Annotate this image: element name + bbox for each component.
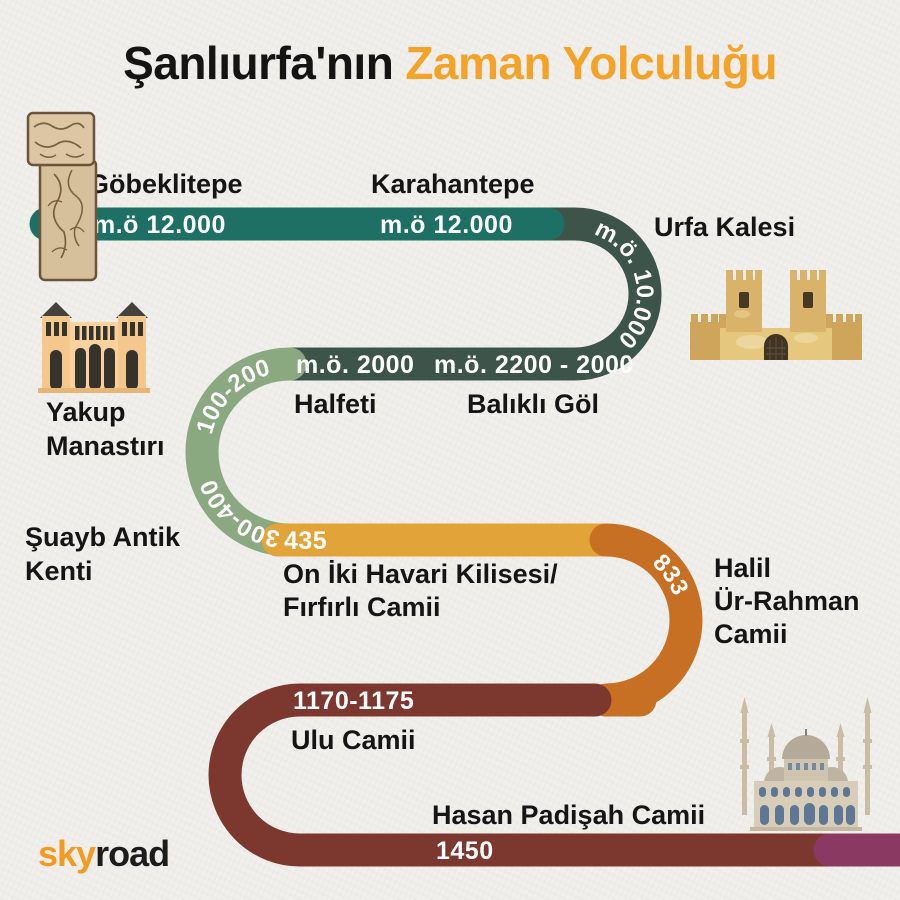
era-hasan-padisah: 1450 (436, 837, 494, 865)
band-dark-slate-mo10000 (273, 207, 662, 381)
site-hasan-padisah: Hasan Padişah Camii (432, 800, 705, 830)
skyroad-logo: skyroad (38, 833, 169, 874)
site-karahantepe: Karahantepe (371, 169, 535, 199)
mosque-icon (740, 697, 872, 831)
site-halil-line3: Camii (714, 619, 788, 649)
site-ulu-camii: Ulu Camii (291, 725, 416, 755)
logo-road: road (95, 833, 169, 874)
site-on-iki-havari-line1: On İki Havari Kilisesi/ (283, 559, 558, 589)
site-gobeklitepe: Göbeklitepe (88, 169, 243, 199)
site-on-iki-havari-line2: Fırfırlı Camii (283, 592, 441, 622)
gobeklitepe-pillar-icon (26, 111, 98, 282)
site-suayb-line1: Şuayb Antik (25, 522, 181, 552)
logo-sky: sky (38, 833, 96, 874)
site-halfeti: Halfeti (294, 389, 377, 419)
era-halfeti: m.ö. 2000 (296, 351, 414, 379)
title-part-accent: Zaman Yolculuğu (405, 37, 777, 89)
site-yakup-line1: Yakup (46, 397, 126, 427)
site-halil-line1: Halil (714, 553, 771, 583)
band-sage-100-400 (185, 347, 307, 557)
era-balikli-gol: m.ö. 2200 - 2000 (434, 351, 634, 379)
era-karahantepe: m.ö 12.000 (380, 211, 513, 239)
urfa-castle-icon (690, 270, 862, 360)
band-maroon-1170-1450 (208, 683, 900, 867)
site-halil-line2: Ür-Rahman (714, 586, 860, 616)
era-gobeklitepe: m.ö 12.000 (93, 211, 226, 239)
era-ulu-camii: 1170-1175 (293, 687, 414, 715)
site-urfa-kalesi: Urfa Kalesi (654, 212, 795, 242)
site-balikli-gol: Balıklı Göl (467, 389, 599, 419)
title-part-dark: Şanlıurfa'nın (123, 37, 394, 89)
yakup-monastery-icon (38, 302, 150, 393)
band-orange-833 (589, 523, 703, 717)
era-on-iki-havari: 435 (284, 527, 327, 555)
site-yakup-line2: Manastırı (46, 431, 165, 461)
site-suayb-line2: Kenti (25, 556, 93, 586)
